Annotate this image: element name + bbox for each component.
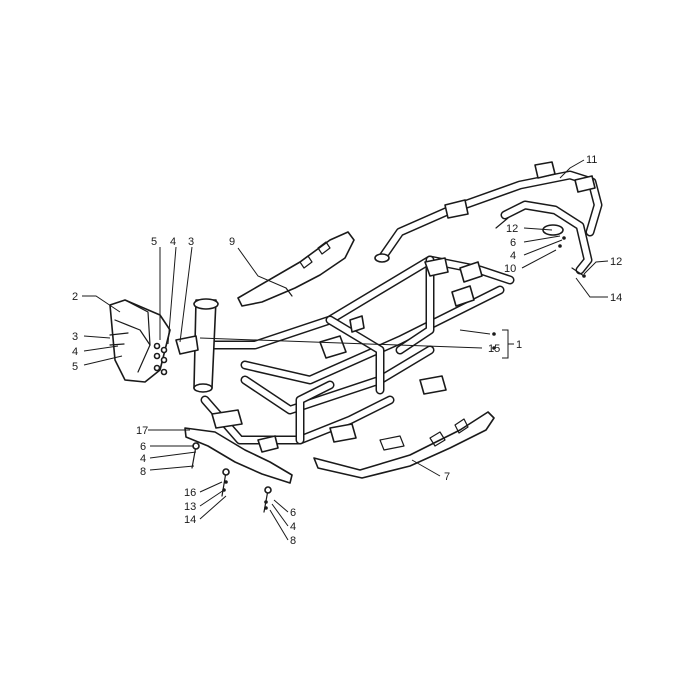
front-bracket-2 <box>109 299 171 383</box>
callout-4-rear: 4 <box>510 250 516 262</box>
callout-1: 1 <box>516 339 522 351</box>
callout-11: 11 <box>586 154 597 166</box>
callout-12-left: 12 <box>506 223 518 235</box>
callout-14-rear: 14 <box>610 292 622 304</box>
callout-6-rear: 6 <box>510 237 516 249</box>
callout-14-lower: 14 <box>184 514 196 526</box>
callout-labels: 2 5 4 3 9 3 4 5 17 6 4 8 16 13 14 6 4 8 … <box>72 154 622 547</box>
callout-3-left: 3 <box>72 331 78 343</box>
callout-3-top: 3 <box>188 236 194 248</box>
callout-6-right: 6 <box>290 507 296 519</box>
callout-16: 16 <box>184 487 196 499</box>
callout-4-right: 4 <box>290 521 296 533</box>
callout-8-right: 8 <box>290 535 296 547</box>
callout-4-lower: 4 <box>140 453 146 465</box>
callout-10: 10 <box>504 263 516 275</box>
callout-2: 2 <box>72 291 78 303</box>
callout-8-left: 8 <box>140 466 146 478</box>
floor-support-9 <box>237 231 355 307</box>
callout-5-left: 5 <box>72 361 78 373</box>
callout-17: 17 <box>136 425 148 437</box>
callout-12-right: 12 <box>610 256 622 268</box>
callout-13: 13 <box>184 501 196 513</box>
floor-support-7 <box>313 411 495 479</box>
callout-4-left: 4 <box>72 346 78 358</box>
callout-5-top: 5 <box>151 236 157 248</box>
main-frame <box>175 255 515 453</box>
callout-9: 9 <box>229 236 235 248</box>
leader-lines <box>82 159 609 541</box>
callout-6-left: 6 <box>140 441 146 453</box>
callout-15: 15 <box>488 343 500 355</box>
callout-7: 7 <box>444 471 450 483</box>
rear-grab-rail <box>374 161 603 275</box>
callout-4-top: 4 <box>170 236 176 248</box>
plate-17 <box>184 427 293 484</box>
